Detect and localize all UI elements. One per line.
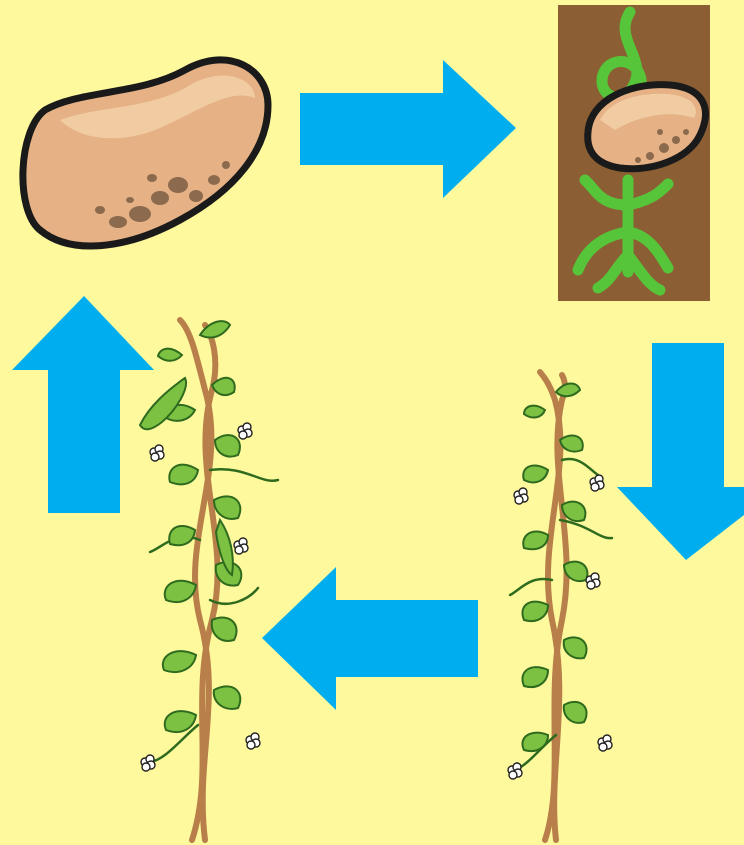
germinating-bean-icon xyxy=(558,5,710,301)
